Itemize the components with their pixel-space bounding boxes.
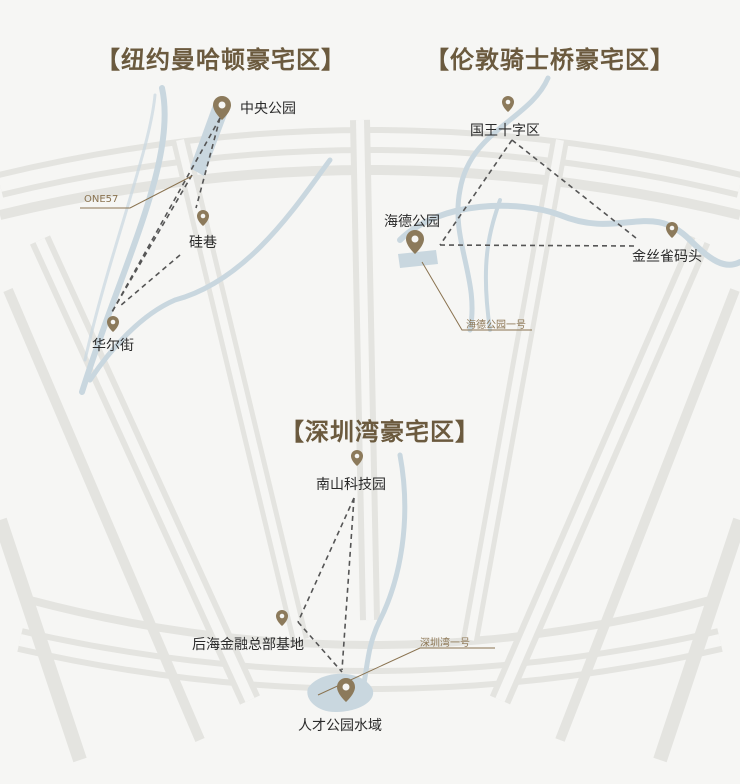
pin-hyde-park[interactable] xyxy=(406,230,424,254)
label-hyde-park: 海德公园 xyxy=(384,214,440,230)
newyork-water xyxy=(79,85,333,395)
road-bands xyxy=(0,119,740,763)
pin-central-park[interactable] xyxy=(213,96,231,120)
pin-wall-street[interactable] xyxy=(107,316,119,332)
pin-nanshan-tech[interactable] xyxy=(351,450,363,466)
pin-canary-wharf[interactable] xyxy=(666,222,678,238)
callout-lines xyxy=(80,175,532,696)
label-nanshan-tech: 南山科技园 xyxy=(316,477,386,493)
label-kings-cross: 国王十字区 xyxy=(470,123,540,139)
label-talent-park: 人才公园水域 xyxy=(298,718,382,734)
label-central-park: 中央公园 xyxy=(240,101,296,117)
label-canary-wharf: 金丝雀码头 xyxy=(632,249,702,265)
callout-one-hyde-park: 海德公园一号 xyxy=(466,320,526,331)
london-water xyxy=(397,75,740,333)
pins xyxy=(107,96,678,702)
london-title: 【伦敦骑士桥豪宅区】 xyxy=(425,46,675,74)
routes xyxy=(111,117,637,673)
callout-shenzhen-bay-one: 深圳湾一号 xyxy=(420,638,470,649)
pin-talent-park[interactable] xyxy=(337,678,355,702)
pin-silicon-alley[interactable] xyxy=(197,210,209,226)
label-wall-street: 华尔街 xyxy=(92,338,134,354)
shenzhen-title: 【深圳湾豪宅区】 xyxy=(280,418,480,446)
shenzhen-water xyxy=(357,452,408,703)
label-silicon-alley: 硅巷 xyxy=(189,235,217,251)
pin-kings-cross[interactable] xyxy=(502,96,514,112)
pin-qianhai-finance[interactable] xyxy=(276,610,288,626)
label-qianhai-finance: 后海金融总部基地 xyxy=(192,637,304,653)
hyde-park-area xyxy=(398,250,438,268)
callout-one57: ONE57 xyxy=(84,194,119,205)
newyork-title: 【纽约曼哈顿豪宅区】 xyxy=(96,46,346,74)
